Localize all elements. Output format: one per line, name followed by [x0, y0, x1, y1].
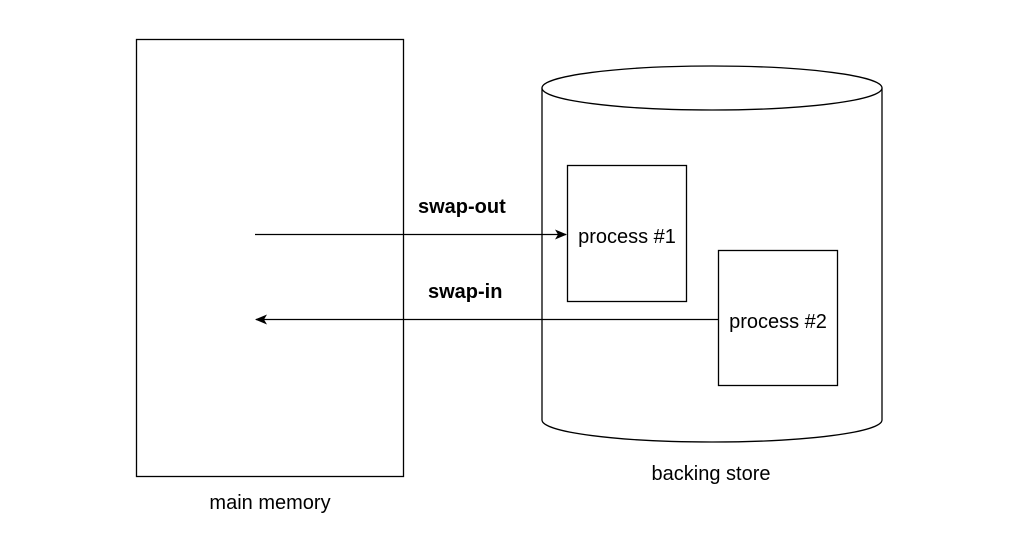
main-memory-block [135, 38, 405, 478]
swap-in-label: swap-in [428, 281, 503, 303]
process-2-box [717, 249, 839, 387]
process-1-box [566, 164, 688, 303]
backing-store-label: backing store [651, 463, 771, 485]
process-2-label: process #2 [729, 311, 827, 333]
main-memory-label: main memory [209, 492, 331, 514]
swap-out-label: swap-out [418, 196, 506, 218]
process-1-label: process #1 [578, 226, 676, 248]
